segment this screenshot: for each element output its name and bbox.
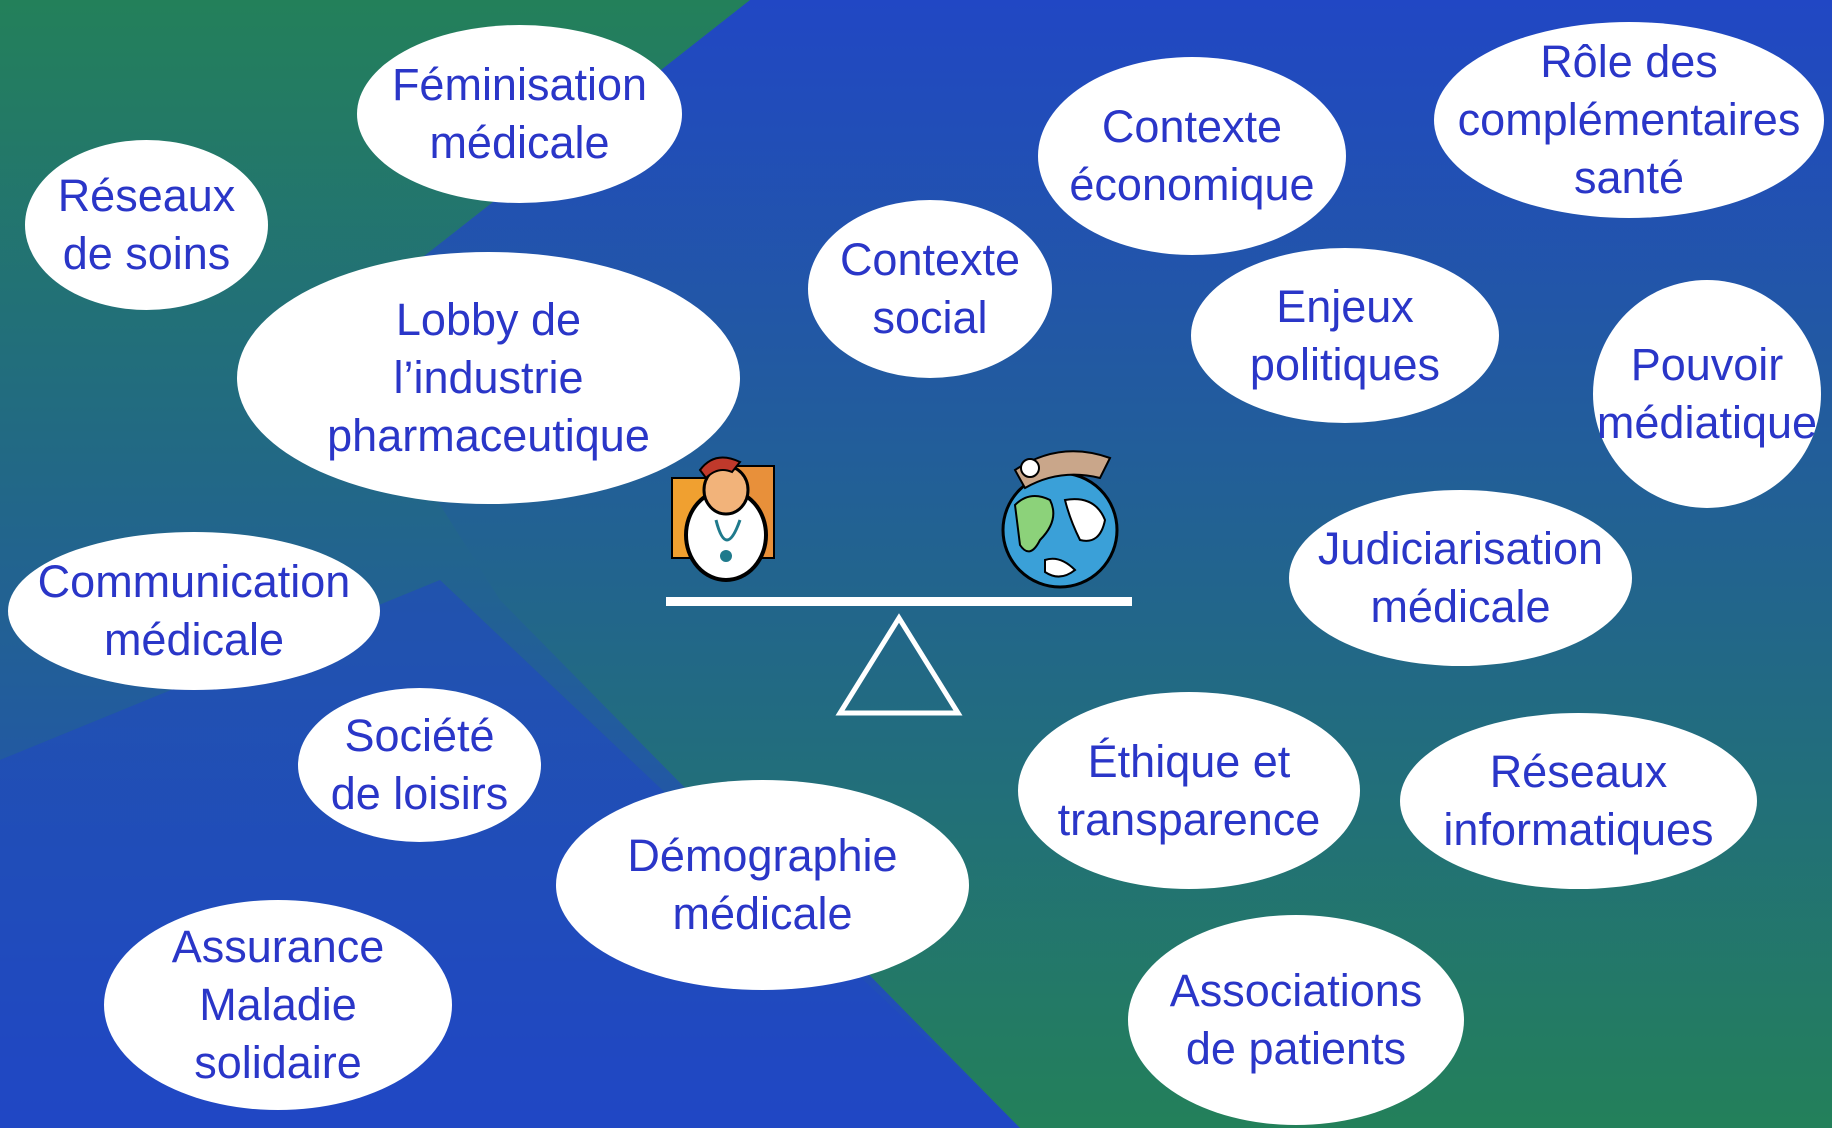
bubble-associations: Associations de patients	[1128, 915, 1464, 1125]
bubble-label: Associations de patients	[1169, 965, 1423, 1074]
bubble-label: Réseaux informatiques	[1443, 746, 1714, 855]
bubble-reseaux-soins: Réseaux de soins	[25, 140, 268, 310]
bubble-label: Démographie médicale	[627, 830, 898, 939]
bubble-label: Lobby de l’industrie pharmaceutique	[327, 294, 650, 461]
bubble-label: Enjeux politiques	[1249, 280, 1441, 390]
bubble-label: Contexte social	[839, 234, 1021, 343]
globe-icon	[1001, 450, 1119, 589]
bubble-judiciarisation: Judiciarisation médicale	[1289, 490, 1632, 666]
doctor-icon	[671, 456, 775, 582]
bubble-enjeux-politiques: Enjeux politiques	[1191, 248, 1499, 423]
bubble-label: Réseaux de soins	[57, 170, 236, 279]
bubble-communication: Communication médicale	[8, 532, 380, 690]
bubble-label: Féminisation médicale	[391, 59, 648, 168]
scale-beam	[666, 597, 1132, 606]
bubble-label: Judiciarisation médicale	[1317, 523, 1604, 632]
bubble-pouvoir-mediatique: Pouvoir médiatique	[1593, 280, 1821, 508]
bubble-label: Contexte économique	[1069, 101, 1315, 210]
bubble-feminisation: Féminisation médicale	[357, 25, 682, 203]
bubble-reseaux-info: Réseaux informatiques	[1400, 713, 1757, 889]
scale-fulcrum	[835, 613, 963, 716]
bubble-ethique: Éthique et transparence	[1018, 692, 1360, 889]
bubble-role-complementaires: Rôle des complémentaires santé	[1434, 22, 1824, 218]
bubble-label: Rôle des complémentaires santé	[1457, 36, 1801, 203]
bubble-demographie: Démographie médicale	[556, 780, 969, 990]
bubble-contexte-economique: Contexte économique	[1038, 57, 1346, 255]
bubble-contexte-social: Contexte social	[808, 200, 1052, 378]
bubble-label: Société de loisirs	[330, 710, 509, 819]
bubble-label: Éthique et transparence	[1057, 735, 1321, 845]
bubble-label: Pouvoir médiatique	[1596, 339, 1818, 448]
bubble-lobby: Lobby de l’industrie pharmaceutique	[237, 252, 740, 504]
bubble-label: Assurance Maladie solidaire	[171, 921, 385, 1088]
bubble-assurance: Assurance Maladie solidaire	[104, 900, 452, 1110]
bubble-label: Communication médicale	[37, 556, 351, 665]
bubble-societe-loisirs: Société de loisirs	[298, 688, 541, 842]
